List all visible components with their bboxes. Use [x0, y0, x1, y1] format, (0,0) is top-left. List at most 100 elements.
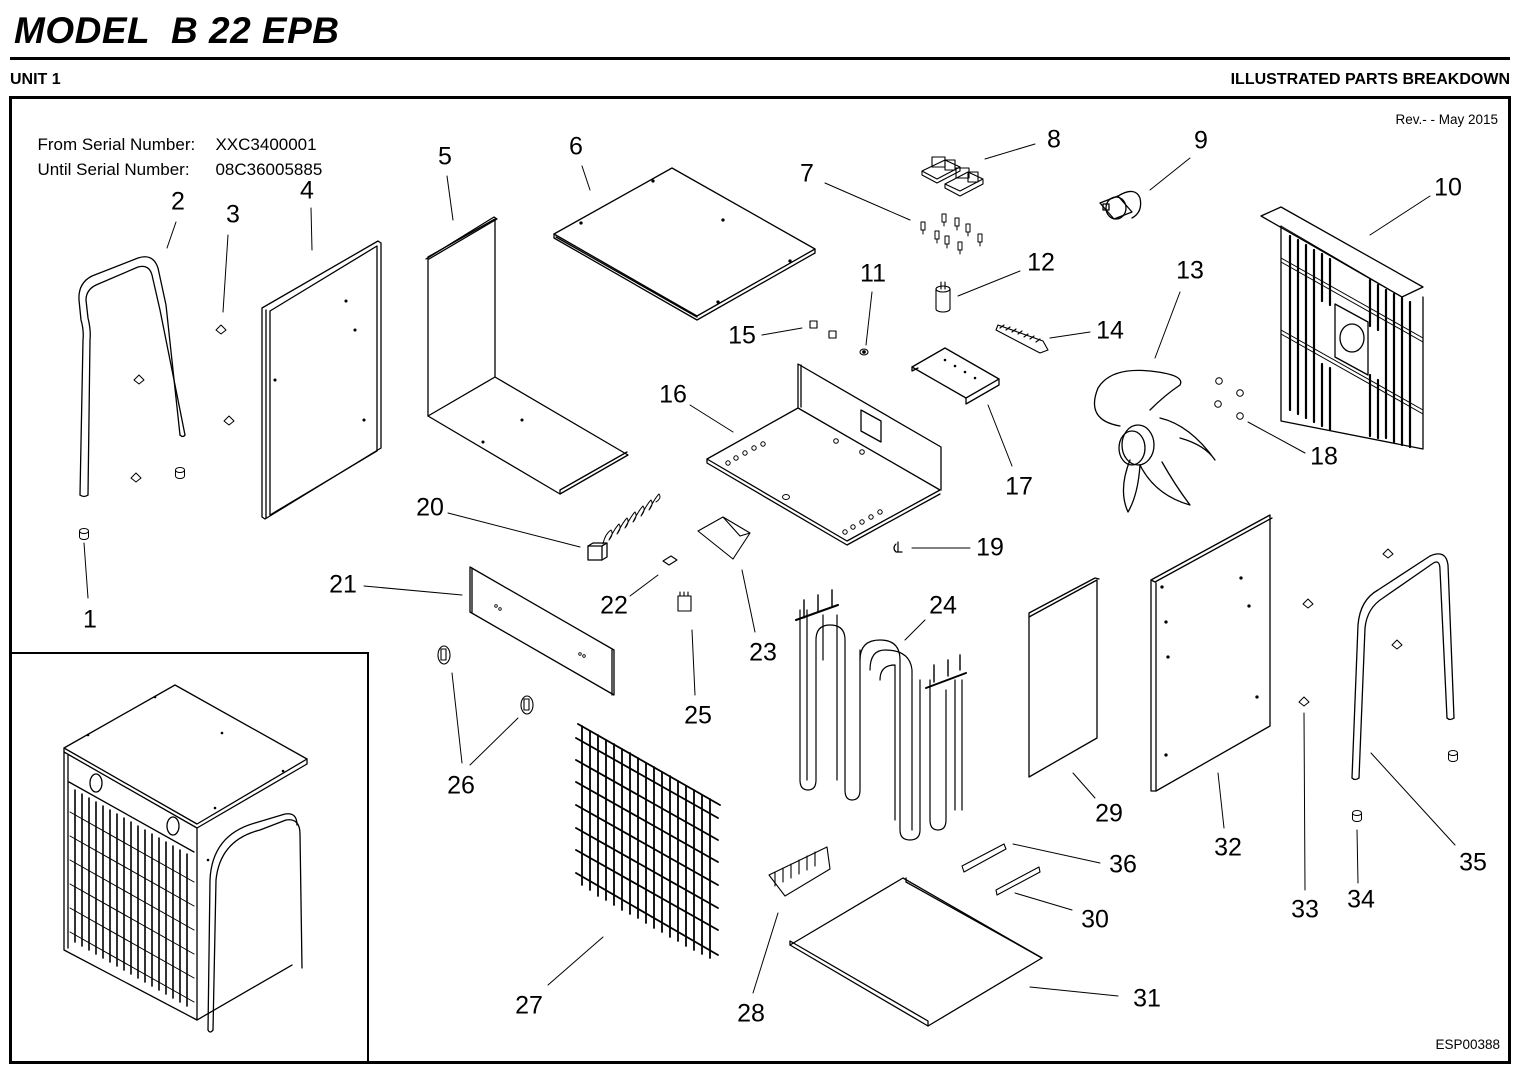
- leader-28: [752, 912, 779, 994]
- control-knobs-drawing: [437, 645, 534, 715]
- base-plate-drawing: [789, 877, 1043, 1027]
- leader-36: [1012, 843, 1101, 864]
- top-cover-drawing: [553, 167, 816, 321]
- leader-17: [987, 404, 1013, 467]
- callout-5: 5: [438, 142, 452, 171]
- leader-34: [1356, 829, 1359, 884]
- inset-grille-rails: [69, 811, 195, 1003]
- fan-motor-drawing: [1099, 190, 1142, 220]
- callout-34: 34: [1347, 885, 1375, 914]
- inset-grille: [74, 789, 188, 1007]
- leader-12: [957, 270, 1021, 297]
- leader-25: [691, 629, 696, 696]
- leader-27: [547, 936, 604, 986]
- callout-12: 12: [1027, 248, 1055, 277]
- callout-22: 22: [600, 591, 628, 620]
- callout-27: 27: [515, 991, 543, 1020]
- heating-elements-drawing: [795, 589, 967, 841]
- leader-13: [1154, 291, 1181, 359]
- leader-8: [984, 143, 1036, 160]
- callout-25: 25: [684, 701, 712, 730]
- title-rule: [10, 57, 1510, 60]
- callout-20: 20: [416, 493, 444, 522]
- rear-grille-bars: [1288, 234, 1412, 449]
- callout-6: 6: [569, 132, 583, 161]
- element-support-drawing: [768, 846, 831, 897]
- front-grille-drawing: [575, 723, 721, 959]
- handle-clips-left-drawing: [79, 324, 235, 540]
- thermostat-sensor-drawing: [587, 493, 661, 561]
- leader-35: [1370, 752, 1456, 846]
- small-parts-drawing: [809, 281, 1049, 356]
- cable-gland-drawing: [893, 541, 903, 553]
- leader-24: [904, 619, 926, 641]
- leader-3: [222, 234, 229, 313]
- callout-19: 19: [976, 533, 1004, 562]
- callout-16: 16: [659, 380, 687, 409]
- until-serial-value: 08C36005885: [215, 160, 323, 179]
- revision-label: Rev.- - May 2015: [1395, 112, 1498, 127]
- small-controls-drawing: [662, 516, 751, 612]
- leader-1: [83, 542, 89, 599]
- callout-33: 33: [1291, 895, 1319, 924]
- leader-10: [1369, 195, 1431, 236]
- from-serial-row: From Serial Number: XXC3400001: [28, 115, 317, 155]
- rear-bottom-panel-drawing: [425, 216, 629, 495]
- leader-2: [166, 221, 177, 249]
- callout-36: 36: [1109, 850, 1137, 879]
- relays-drawing: [921, 156, 984, 197]
- callout-26: 26: [447, 771, 475, 800]
- callout-18: 18: [1310, 442, 1338, 471]
- leader-30: [1014, 892, 1073, 911]
- side-panel-right-drawing: [1150, 514, 1273, 792]
- leader-32: [1217, 772, 1225, 829]
- callout-14: 14: [1096, 316, 1124, 345]
- nuts-drawing: [1214, 377, 1244, 420]
- handle-clips-right-drawing: [1298, 548, 1458, 822]
- callout-23: 23: [749, 638, 777, 667]
- leader-29: [1072, 772, 1096, 799]
- callout-3: 3: [226, 200, 240, 229]
- callout-15: 15: [728, 321, 756, 350]
- callout-32: 32: [1214, 833, 1242, 862]
- until-serial-row: Until Serial Number:08C36005885: [28, 140, 322, 180]
- callout-13: 13: [1176, 256, 1204, 285]
- callout-9: 9: [1194, 126, 1208, 155]
- callout-7: 7: [800, 159, 814, 188]
- model-title: MODEL B 22 EPB: [14, 10, 340, 51]
- callout-10: 10: [1434, 173, 1462, 202]
- callout-31: 31: [1133, 984, 1161, 1013]
- leader-21: [363, 585, 463, 596]
- callout-1: 1: [83, 605, 97, 634]
- leader-15: [761, 327, 803, 336]
- inner-side-panel-drawing: [1028, 577, 1100, 778]
- callout-11: 11: [860, 259, 886, 288]
- leader-18: [1247, 421, 1306, 454]
- leader-6: [581, 165, 591, 191]
- from-serial-value: XXC3400001: [215, 135, 317, 154]
- callout-30: 30: [1081, 905, 1109, 934]
- section-label: ILLUSTRATED PARTS BREAKDOWN: [1230, 71, 1510, 88]
- handle-frame-left-drawing: [78, 256, 186, 498]
- leader-7: [824, 182, 911, 221]
- assembled-view-inset: [11, 652, 369, 1063]
- control-panel-drawing: [469, 566, 615, 696]
- from-serial-label: From Serial Number:: [37, 135, 196, 154]
- assembled-heater-drawing: [63, 684, 308, 1033]
- diagram-frame: [9, 96, 1511, 1064]
- leader-16: [689, 404, 734, 433]
- leader-31: [1029, 986, 1119, 997]
- inset-knob-2: [166, 816, 180, 836]
- document-id: ESP00388: [1435, 1037, 1500, 1052]
- leader-14: [1049, 331, 1091, 339]
- side-panel-left-drawing: [261, 240, 382, 520]
- leader-4: [310, 207, 313, 251]
- rear-grille-drawing: [1260, 206, 1424, 450]
- callout-21: 21: [329, 570, 357, 599]
- unit-label: UNIT 1: [10, 71, 61, 88]
- callout-17: 17: [1005, 472, 1033, 501]
- leader-33: [1303, 712, 1306, 891]
- leader-20: [447, 512, 581, 548]
- leader-23: [741, 569, 756, 633]
- control-chassis-drawing: [706, 363, 942, 546]
